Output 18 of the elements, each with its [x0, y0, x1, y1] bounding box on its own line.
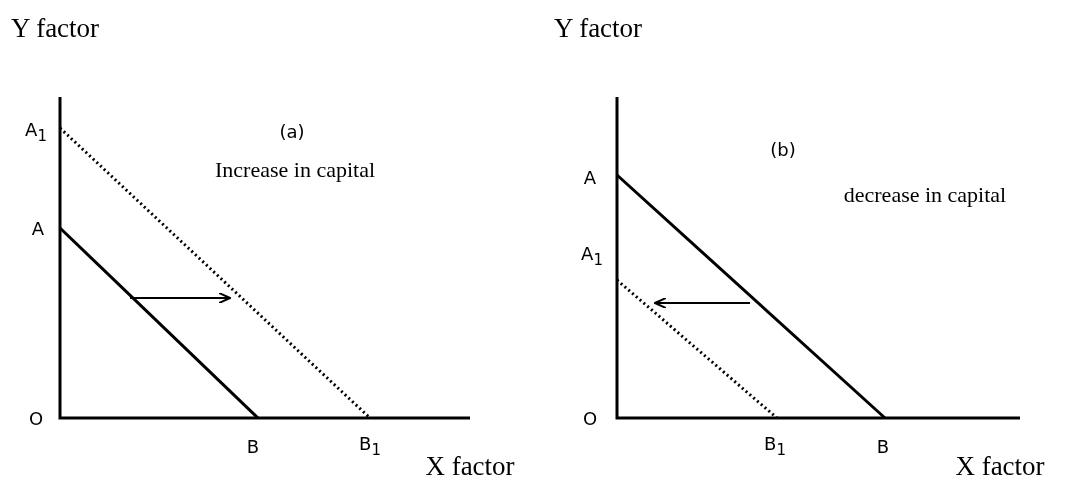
point-label: A$_{1}$	[581, 243, 603, 269]
point-label: B	[876, 435, 890, 457]
point-label: A$_{1}$	[25, 119, 47, 145]
point-label: A	[583, 166, 597, 188]
point-label: B	[246, 435, 260, 457]
annotation-text: Increase in capital	[215, 157, 375, 183]
point-label: B$_{1}$	[764, 433, 786, 459]
origin-label: O	[582, 407, 598, 429]
axis-label: X factor	[425, 450, 515, 482]
panel-label: (a)	[279, 120, 305, 142]
point-label: B$_{1}$	[359, 433, 381, 459]
axis-label: Y factor	[10, 12, 100, 44]
panel-label: (b)	[770, 138, 796, 160]
axis-label: X factor	[955, 450, 1045, 482]
annotation-text: decrease in capital	[843, 182, 1007, 208]
origin-label: O	[28, 407, 44, 429]
point-label: A	[31, 217, 45, 239]
axis-label: Y factor	[553, 12, 643, 44]
